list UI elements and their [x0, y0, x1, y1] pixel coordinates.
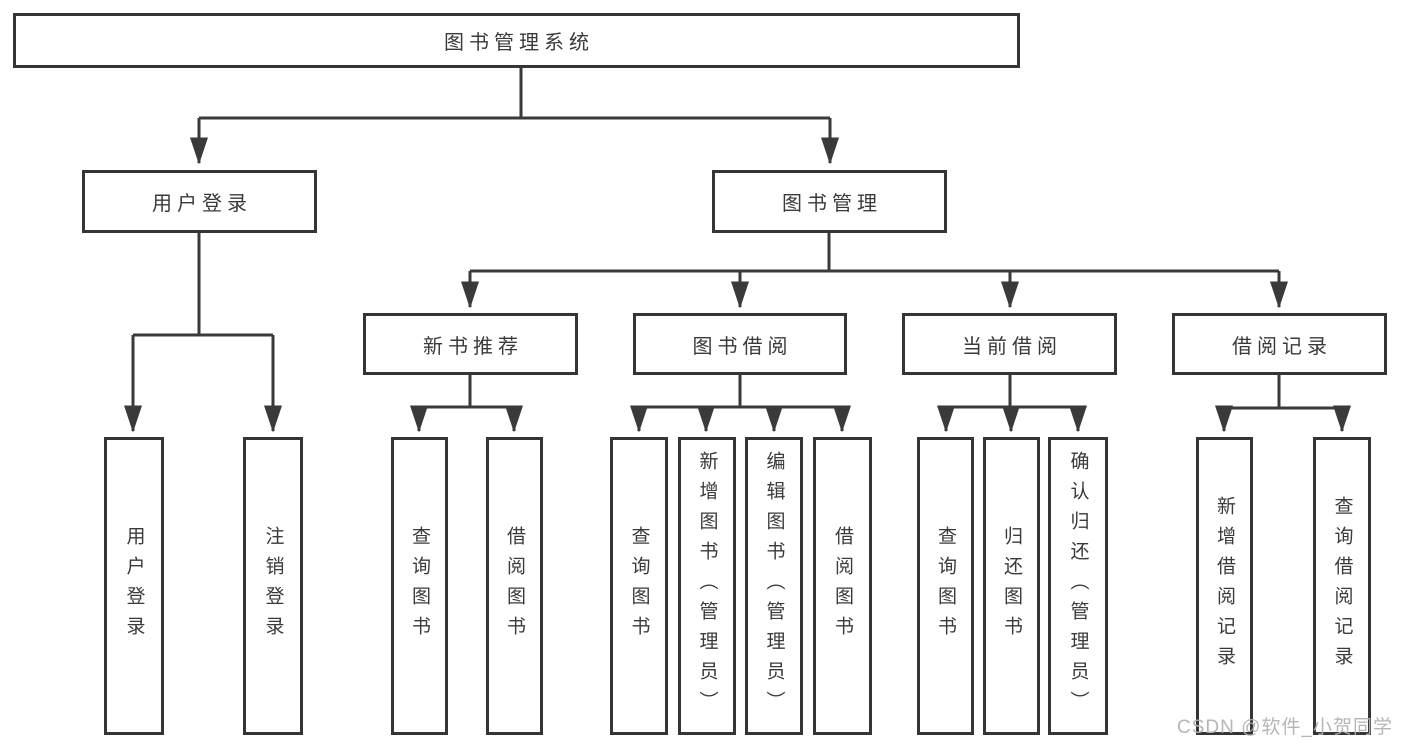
node-leaf-query-borrow-record: 查询借阅记录 [1313, 437, 1371, 735]
node-leaf-logout: 注销登录 [243, 437, 303, 735]
node-label: 图书管理 [782, 193, 882, 215]
node-leaf-query-books-recommend: 查询图书 [391, 437, 448, 735]
node-root-library-system: 图书管理系统 [13, 13, 1020, 68]
node-label: 用户登录 [152, 193, 252, 215]
node-leaf-borrow-books-recommend: 借阅图书 [486, 437, 543, 735]
node-leaf-add-book-admin: 新增图书（管理员） [678, 437, 736, 735]
node-book-borrow: 图书借阅 [633, 313, 847, 375]
node-leaf-user-login: 用户登录 [104, 437, 164, 735]
node-label: 注销登录 [262, 526, 284, 646]
node-label: 新书推荐 [423, 335, 523, 358]
node-label: 查询借阅记录 [1331, 496, 1353, 676]
node-new-book-recommend: 新书推荐 [363, 313, 578, 375]
csdn-watermark: CSDN @软件_小贺同学 [1177, 717, 1393, 738]
node-label: 借阅图书 [832, 526, 853, 646]
node-borrow-record: 借阅记录 [1172, 313, 1387, 375]
node-label: 编辑图书（管理员） [763, 451, 785, 721]
node-label: 借阅记录 [1232, 335, 1332, 358]
node-leaf-return-book: 归还图书 [983, 437, 1040, 735]
node-label: 图书借阅 [692, 335, 793, 358]
node-leaf-query-books-borrow: 查询图书 [610, 437, 668, 735]
node-current-borrow: 当前借阅 [902, 313, 1117, 375]
node-label: 当前借阅 [962, 335, 1062, 358]
node-label: 查询图书 [409, 526, 430, 646]
node-leaf-add-borrow-record: 新增借阅记录 [1196, 437, 1253, 735]
node-label: 归还图书 [1001, 526, 1022, 646]
node-label: 新增借阅记录 [1214, 496, 1235, 676]
node-book-management: 图书管理 [712, 170, 947, 233]
node-label: 借阅图书 [504, 526, 525, 646]
node-label: 查询图书 [628, 526, 650, 646]
node-label: 查询图书 [935, 526, 956, 646]
node-leaf-edit-book-admin: 编辑图书（管理员） [745, 437, 803, 735]
node-user-login: 用户登录 [82, 170, 317, 233]
node-leaf-borrow-books: 借阅图书 [813, 437, 872, 735]
node-leaf-query-books-current: 查询图书 [917, 437, 974, 735]
node-label: 确认归还（管理员） [1067, 451, 1089, 721]
node-label: 用户登录 [123, 526, 145, 646]
node-label: 图书管理系统 [444, 32, 594, 54]
node-label: 新增图书（管理员） [696, 451, 718, 721]
node-leaf-confirm-return-admin: 确认归还（管理员） [1048, 437, 1108, 735]
